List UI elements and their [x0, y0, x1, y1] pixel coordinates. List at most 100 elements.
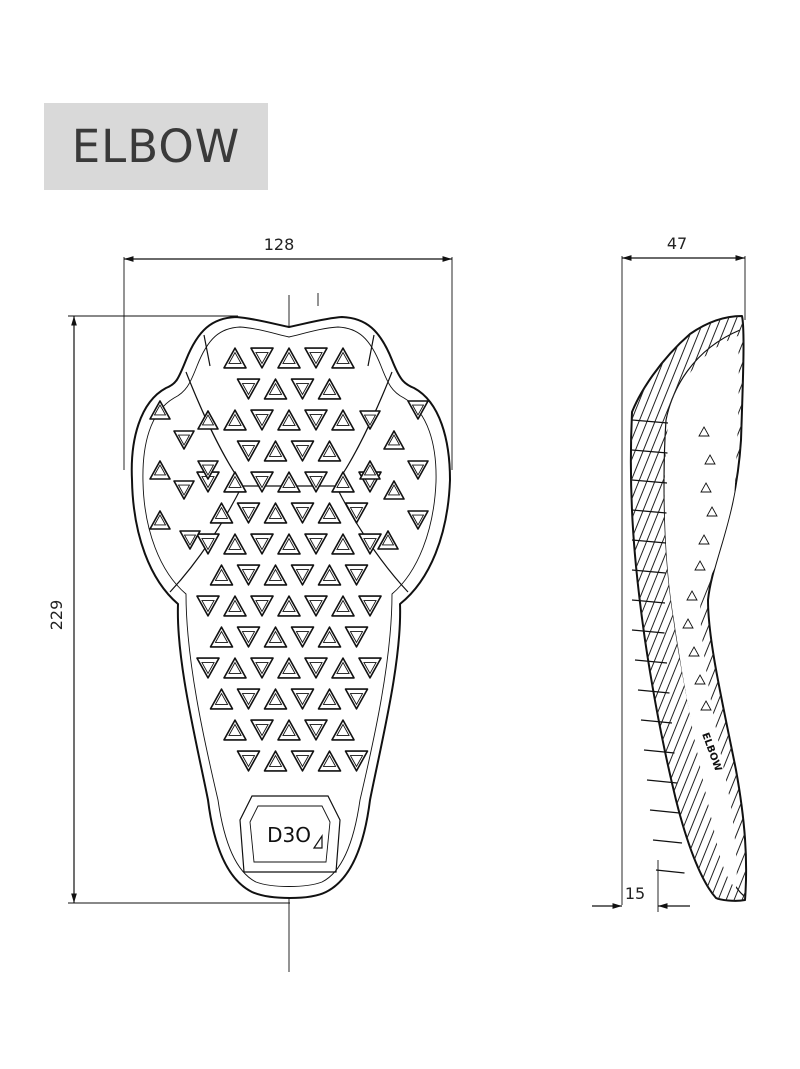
vent-cell-inner	[336, 723, 350, 736]
vent-cell-inner	[228, 351, 242, 364]
segment-line	[634, 659, 668, 664]
vent-cell-inner	[387, 484, 401, 496]
width-value: 128	[264, 235, 295, 254]
vent-cell-inner	[349, 755, 364, 768]
vent-cell-inner	[241, 631, 256, 644]
vent-cell-inner	[381, 534, 395, 546]
vent-cell-inner	[228, 599, 242, 612]
vent-cell-inner	[153, 464, 167, 476]
vent-cell-inner	[309, 662, 323, 675]
vent-cell-inner	[349, 507, 364, 520]
vent-cell-inner	[295, 383, 310, 396]
vent-cell-inner	[241, 383, 256, 396]
vent-cell-inner	[349, 631, 364, 644]
segment-line	[631, 449, 668, 454]
vent-cell-inner	[214, 506, 229, 519]
vent-cell-inner	[201, 662, 215, 675]
logo-pocket	[239, 795, 341, 873]
side-vent	[694, 674, 706, 685]
vent-cell-inner	[268, 382, 283, 395]
segment-line	[631, 479, 668, 484]
side-vent	[694, 560, 706, 571]
vent-cell-inner	[214, 568, 229, 581]
vent-cell-inner	[153, 514, 167, 526]
segment-line	[631, 509, 667, 514]
vent-cell-inner	[295, 631, 310, 644]
vent-cell-inner	[309, 414, 323, 427]
vent-cell-inner	[282, 475, 296, 488]
side-vent	[698, 426, 710, 437]
segment-line	[652, 839, 683, 844]
side-vents	[682, 426, 718, 711]
vent-cell-inner	[295, 569, 310, 582]
vent-cell-inner	[255, 538, 269, 551]
vent-cell-inner	[363, 538, 377, 551]
vent-cell-inner	[268, 506, 283, 519]
vent-cell-inner	[349, 693, 364, 706]
vent-cell-inner	[295, 507, 310, 520]
vent-cell-inner	[411, 464, 425, 476]
vent-cell-inner	[322, 382, 337, 395]
vent-cell-inner	[309, 476, 323, 489]
vent-cell-inner	[322, 630, 337, 643]
vent-cell-inner	[295, 755, 310, 768]
vent-cell-inner	[228, 537, 242, 550]
vent-cell-inner	[336, 537, 350, 550]
ventilation-cells	[149, 347, 429, 772]
vent-cell-inner	[241, 445, 256, 458]
vent-cell-inner	[268, 444, 283, 457]
vent-cell-inner	[282, 351, 296, 364]
vent-cell-inner	[268, 754, 283, 767]
vent-cell-inner	[201, 464, 215, 476]
vent-cell-inner	[268, 630, 283, 643]
vent-cell-inner	[177, 484, 191, 496]
segment-line	[631, 539, 667, 544]
vent-cell-inner	[255, 414, 269, 427]
vent-cell-inner	[322, 444, 337, 457]
segment-line	[649, 809, 680, 814]
vent-cell-inner	[228, 413, 242, 426]
vent-cell-inner	[387, 434, 401, 446]
side-vent	[686, 590, 698, 601]
vent-cell-inner	[363, 464, 377, 476]
vent-cell-inner	[255, 600, 269, 613]
vent-cell-inner	[228, 723, 242, 736]
vent-cell-inner	[255, 476, 269, 489]
width-dimension: 128	[123, 235, 453, 470]
title-label: ELBOW	[71, 120, 241, 173]
vent-cell-inner	[241, 507, 256, 520]
side-vent	[704, 454, 716, 465]
vent-cell-inner	[214, 692, 229, 705]
vent-cell-inner	[336, 599, 350, 612]
side-vent	[700, 482, 712, 493]
vent-cell-inner	[336, 661, 350, 674]
vent-cell-inner	[309, 724, 323, 737]
vent-cell-inner	[309, 538, 323, 551]
height-dimension: 229	[47, 315, 290, 904]
vent-cell-inner	[183, 534, 197, 546]
side-vent	[682, 618, 694, 629]
side-vent	[688, 646, 700, 657]
depth-value: 47	[667, 234, 687, 253]
height-value: 229	[47, 600, 66, 631]
thickness-dimension: 15	[592, 860, 690, 912]
vent-cell-inner	[255, 662, 269, 675]
vent-cell-inner	[282, 723, 296, 736]
vent-cell-inner	[201, 538, 215, 551]
vent-cell-inner	[201, 600, 215, 613]
depth-dimension: 47	[621, 234, 746, 905]
vent-cell-inner	[336, 475, 350, 488]
vent-cell-inner	[309, 352, 323, 365]
segment-line	[637, 689, 670, 694]
vent-cell-inner	[336, 413, 350, 426]
segment-line	[640, 719, 673, 724]
vent-cell-inner	[228, 661, 242, 674]
vent-cell-inner	[309, 600, 323, 613]
vent-cell-inner	[241, 693, 256, 706]
vent-cell-inner	[268, 568, 283, 581]
segment-line	[646, 779, 678, 784]
vent-cell-inner	[255, 352, 269, 365]
vent-cell-inner	[411, 404, 425, 416]
title-label-box: ELBOW	[44, 103, 268, 190]
